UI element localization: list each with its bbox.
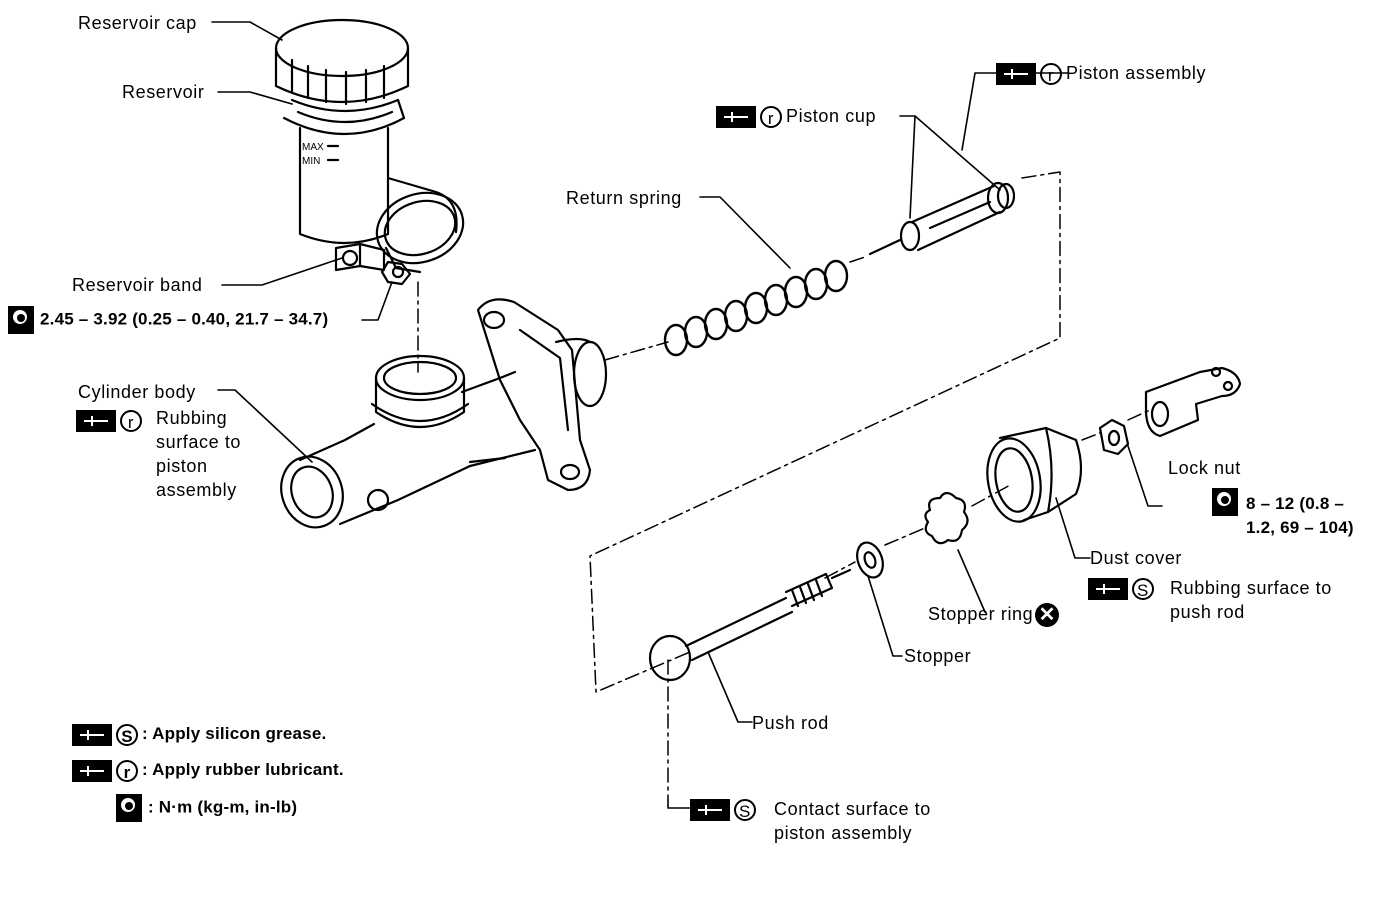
stopper-ring-label: Stopper ring — [928, 604, 1034, 624]
locknut-torque-value: 8 – 12 (0.8 – 1.2, 69 – 104) — [1246, 494, 1354, 537]
reservoir-cap-shape — [274, 18, 410, 124]
grease-icon — [1088, 578, 1128, 601]
dust-cover-icons: S — [1088, 576, 1158, 601]
min-mark: MIN — [302, 156, 321, 167]
stopper-ring-shape — [924, 491, 969, 545]
cylinder-lube-icons: r — [76, 408, 146, 433]
dust-cover-shape — [986, 426, 1083, 523]
stopper-label: Stopper — [904, 646, 972, 666]
push-rod-lube-icons: S — [690, 797, 760, 822]
leader-lines — [211, 21, 1163, 723]
reservoir-band-shape — [334, 242, 412, 286]
cylinder-body-shape — [280, 298, 608, 529]
piston-assembly-label: Piston assembly — [1066, 63, 1207, 83]
grease-icon — [996, 63, 1036, 86]
stopper-ring-label-row: Stopper ring✕ — [928, 602, 1060, 628]
push-rod-lube-note: Contact surface to piston assembly — [774, 799, 931, 843]
rubber-lubricant-icon: r — [120, 410, 142, 433]
torque-icon — [116, 794, 142, 822]
cylinder-lube-note: Rubbing surface to piston assembly — [156, 408, 242, 500]
silicon-grease-icon: S — [116, 723, 138, 746]
max-mark: MAX — [302, 142, 324, 153]
torque-icon — [8, 306, 34, 334]
reservoir-shape — [282, 98, 465, 274]
rubber-lubricant-icon: r — [116, 759, 138, 782]
rubber-lubricant-icon: r — [1040, 63, 1062, 86]
piston-cup-label: Piston cup — [786, 106, 877, 126]
grease-icon — [716, 106, 756, 129]
return-spring-label: Return spring — [566, 188, 682, 208]
rubber-lubricant-icon: r — [760, 106, 782, 129]
band-torque-value: 2.45 – 3.92 (0.25 – 0.40, 21.7 – 34.7) — [40, 309, 329, 329]
dust-cover-note: Rubbing surface to push rod — [1170, 578, 1332, 622]
lock-nut-shape — [1098, 418, 1130, 456]
locknut-torque-spec — [1212, 488, 1244, 516]
legend-rubber: r: Apply rubber lubricant. — [72, 758, 344, 782]
grease-icon — [690, 799, 730, 822]
reservoir-cap-label: Reservoir cap — [78, 13, 197, 33]
clevis-shape — [1144, 366, 1242, 438]
dust-cover-label: Dust cover — [1090, 548, 1183, 568]
replace-part-icon: ✕ — [1035, 603, 1060, 628]
torque-icon — [1212, 488, 1238, 516]
legend-torque-text: : N·m (kg-m, in-lb) — [148, 797, 298, 817]
silicon-grease-icon: S — [1132, 578, 1154, 601]
push-rod-shape — [648, 568, 852, 682]
legend-rubber-text: : Apply rubber lubricant. — [142, 760, 344, 779]
reservoir-label: Reservoir — [122, 82, 205, 102]
return-spring-shape — [663, 259, 849, 357]
piston-assembly-shape — [868, 181, 1016, 256]
legend-torque: : N·m (kg-m, in-lb) — [116, 794, 297, 822]
grease-icon — [72, 723, 112, 746]
grease-icon — [76, 410, 116, 433]
stopper-shape — [856, 541, 884, 579]
legend-silicon-text: : Apply silicon grease. — [142, 724, 327, 743]
grease-icon — [72, 759, 112, 782]
reservoir-band-label: Reservoir band — [72, 275, 203, 295]
lock-nut-label: Lock nut — [1168, 458, 1241, 478]
band-torque-spec: 2.45 – 3.92 (0.25 – 0.40, 21.7 – 34.7) — [8, 306, 328, 334]
cylinder-body-label: Cylinder body — [78, 382, 196, 402]
silicon-grease-icon: S — [734, 799, 756, 822]
legend-silicon: S: Apply silicon grease. — [72, 722, 326, 746]
push-rod-label: Push rod — [752, 713, 829, 733]
